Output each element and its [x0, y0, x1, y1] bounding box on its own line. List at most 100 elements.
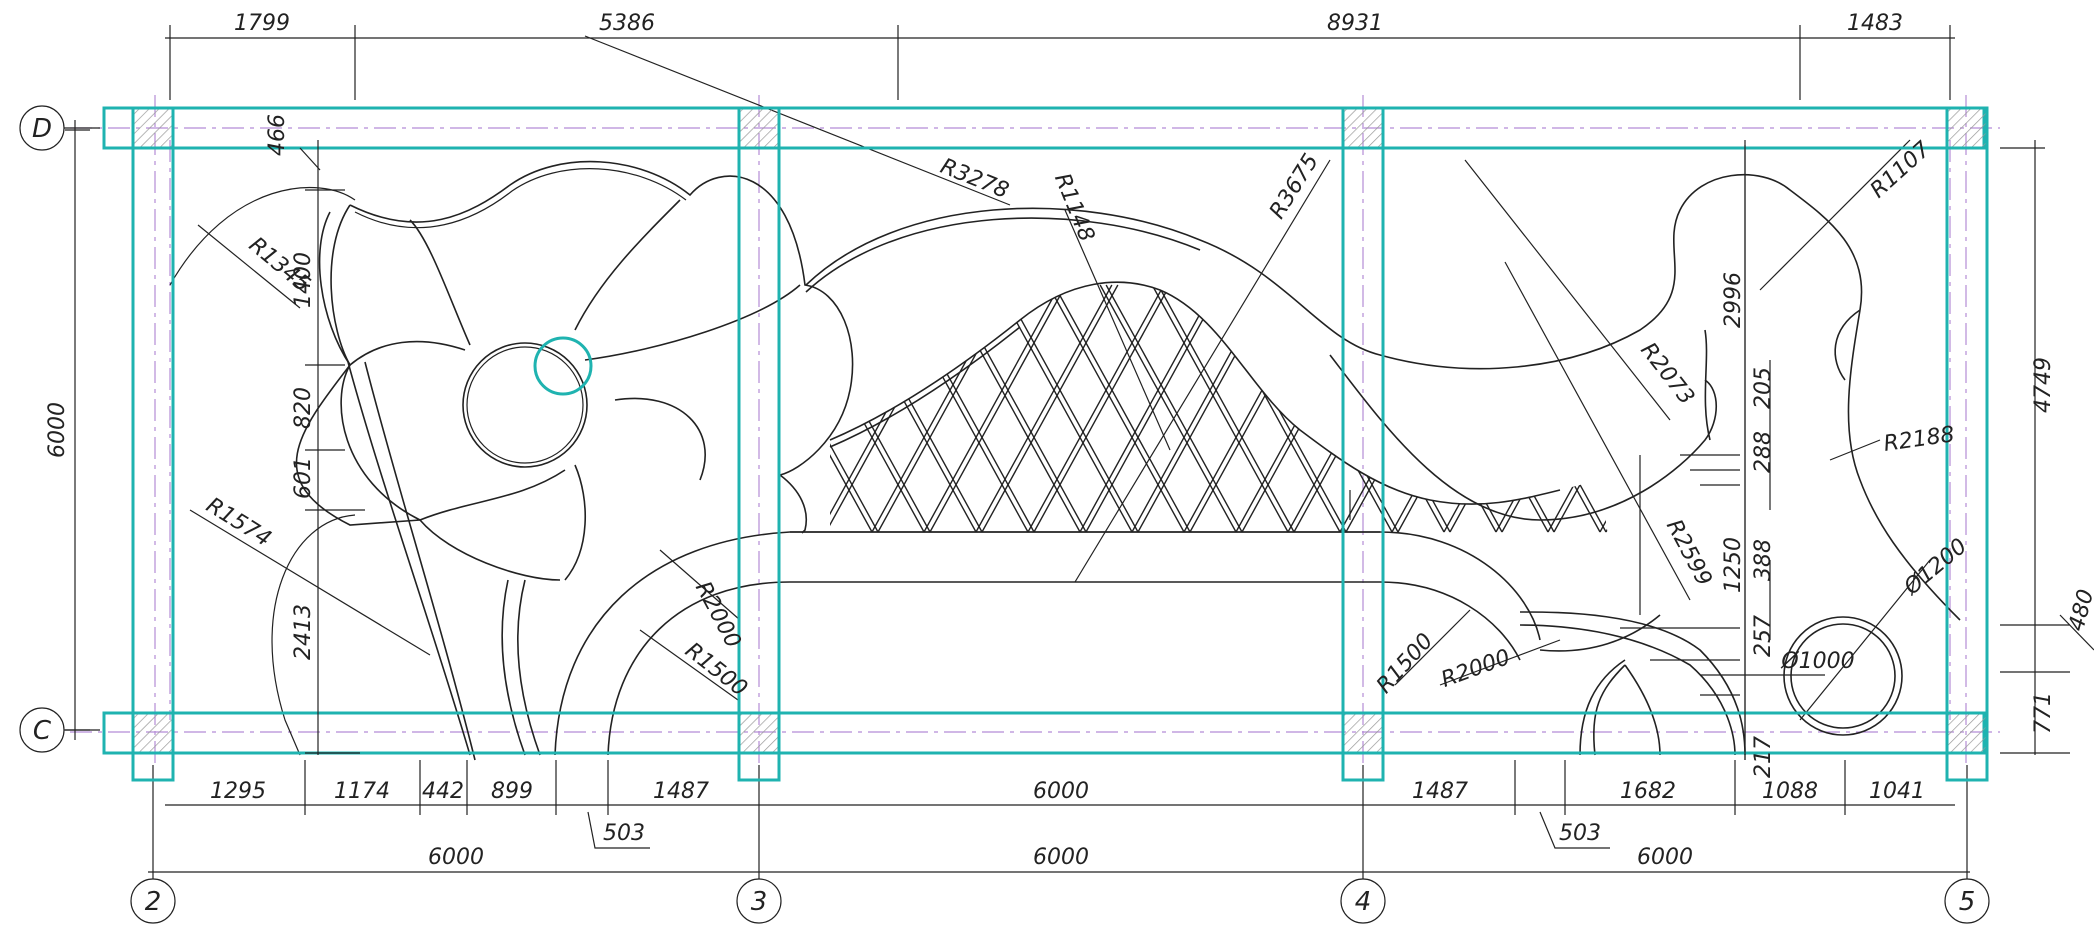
dim-bottom-899: 899	[491, 779, 533, 804]
lattice-line	[404, 285, 540, 532]
lattice-line	[1808, 285, 1944, 532]
lattice-line	[830, 284, 963, 533]
lattice-line	[1027, 284, 1165, 533]
lattice-line	[1033, 284, 1171, 533]
radius-label: R2188	[1882, 422, 1956, 457]
lattice-line	[1307, 284, 1445, 533]
radius-label: R1574	[202, 493, 276, 552]
lattice-line	[632, 285, 768, 532]
lattice-line	[638, 285, 774, 532]
lattice-line	[1886, 285, 2022, 532]
lattice-line	[2068, 285, 2094, 532]
lattice-line	[170, 285, 306, 532]
dim-bottom-1682: 1682	[1620, 779, 1676, 804]
lattice-line	[1397, 284, 1535, 533]
lattice-line	[981, 284, 1119, 533]
lattice-line	[378, 285, 514, 532]
lattice-line	[830, 284, 957, 533]
dim-2996: 2996	[1721, 272, 1746, 328]
dim-bottom-1088: 1088	[1762, 779, 1818, 804]
lattice-line	[845, 284, 983, 533]
lattice-line	[372, 285, 508, 532]
lattice-line	[1573, 284, 1620, 533]
lattice-line	[1463, 284, 1601, 533]
lattice-line	[830, 284, 859, 533]
lattice-line	[514, 285, 650, 532]
dim-bottom-6000a: 6000	[1033, 779, 1089, 804]
dim-4749: 4749	[2031, 357, 2056, 413]
lattice-line	[1417, 284, 1555, 533]
svg-text:2: 2	[145, 887, 162, 917]
lattice-line	[482, 285, 618, 532]
dimension-labels: 1799 5386 8931 1483 6000 466 1400 820 60…	[45, 11, 2094, 870]
lattice-line	[891, 284, 1029, 533]
lattice-line	[1287, 284, 1425, 533]
dim-bottom2-6000a: 6000	[428, 845, 484, 870]
lattice-line	[164, 285, 300, 532]
lattice-line	[1860, 285, 1996, 532]
lattice-line	[1151, 284, 1289, 533]
lattice-line	[830, 284, 931, 533]
dim-1250: 1250	[1721, 537, 1746, 593]
lattice-line	[830, 284, 911, 533]
dim-466: 466	[265, 114, 290, 156]
lattice-line	[306, 285, 442, 532]
lattice-line	[2074, 285, 2094, 532]
floor-pattern	[169, 140, 1961, 761]
lattice-line	[1001, 284, 1139, 533]
svg-text:D: D	[32, 114, 52, 144]
dim-bottom-503b: 503	[1559, 821, 1601, 846]
dim-217: 217	[1751, 736, 1776, 778]
dim-top-3: 8931	[1327, 11, 1383, 36]
dim-top-4: 1483	[1847, 11, 1903, 36]
svg-text:5: 5	[1959, 887, 1976, 917]
lattice-line	[462, 285, 598, 532]
grid-bubble-4: 4	[1340, 765, 1386, 924]
dim-left-6000: 6000	[45, 402, 70, 458]
lattice-line	[1189, 284, 1327, 533]
lattice-line	[216, 285, 352, 532]
lattice-line	[1157, 284, 1295, 533]
lattice-line	[690, 285, 826, 532]
lattice-line	[943, 284, 1081, 533]
dim-bottom-1041: 1041	[1869, 779, 1925, 804]
dim-bottom-503a: 503	[603, 821, 645, 846]
lattice-line	[975, 284, 1113, 533]
radius-label: R3278	[937, 154, 1012, 204]
lattice-line	[830, 284, 873, 533]
lattice-line	[1203, 284, 1341, 533]
lattice-line	[1912, 285, 2048, 532]
lattice-line	[1782, 285, 1918, 532]
lattice-line	[1085, 284, 1223, 533]
lattice-line	[1241, 284, 1379, 533]
lattice-line	[897, 284, 1035, 533]
lattice-line	[1547, 284, 1620, 533]
lattice-line	[476, 285, 612, 532]
lattice-line	[1105, 284, 1243, 533]
lattice-line	[929, 284, 1067, 533]
lattice-line	[1261, 284, 1399, 533]
lattice-line	[1079, 284, 1217, 533]
radius-leaders	[189, 35, 1931, 721]
dim-257: 257	[1751, 615, 1776, 657]
dim-bottom-442: 442	[422, 779, 464, 804]
lattice-line	[1866, 285, 2002, 532]
lattice-line	[1964, 285, 2094, 532]
grid-bubble-3: 3	[736, 765, 782, 924]
svg-text:3: 3	[751, 887, 768, 917]
lattice-line	[877, 284, 1015, 533]
lattice-line	[995, 284, 1133, 533]
lattice-line	[1099, 284, 1237, 533]
dim-bottom-1295: 1295	[210, 779, 266, 804]
lattice-line	[326, 285, 462, 532]
lattice-line	[2088, 285, 2094, 532]
grid-bubble-5: 5	[1944, 765, 1990, 924]
lattice-line	[1411, 284, 1549, 533]
lattice-line	[430, 285, 566, 532]
radius-label: R2073	[1635, 338, 1699, 410]
dim-bottom-1487a: 1487	[653, 779, 709, 804]
dim-2413: 2413	[291, 604, 316, 660]
lattice-line	[1047, 284, 1185, 533]
lattice-line	[830, 284, 905, 533]
